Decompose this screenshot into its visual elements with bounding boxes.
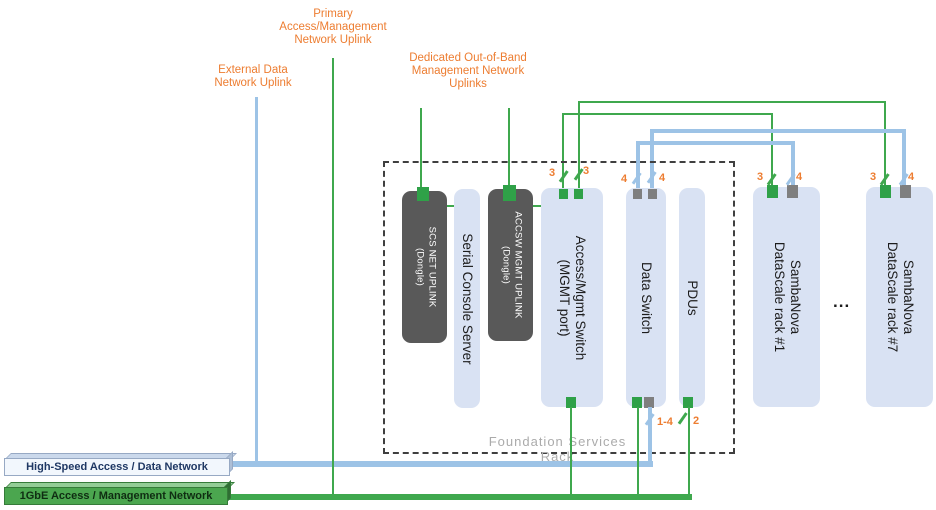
rack7-data-port [900, 185, 911, 198]
rack1-mgmt-port [767, 185, 778, 198]
cable-count-rack7-data: 4 [908, 171, 915, 183]
data-link-rack1-drop-rack [791, 141, 795, 188]
scs-dongle-port [417, 187, 429, 201]
cable-count-data-left: 4 [621, 173, 628, 185]
pdu-mgmt-drop [688, 407, 690, 496]
more-racks-ellipsis: ... [833, 292, 851, 311]
data-link-rack1-drop-switch [636, 141, 640, 189]
cable-count-rack1-mgmt: 3 [757, 171, 764, 183]
oob-uplink-line-scs [420, 108, 422, 194]
mgmt-link-rack1-drop-switch [562, 113, 564, 189]
data-switch-box: Data Switch [626, 188, 666, 407]
oob-uplink-label: Dedicated Out-of-Band Management Network… [409, 52, 527, 91]
mgmt-link-rack7-drop-switch [578, 101, 580, 189]
cable-count-data-right: 4 [659, 172, 666, 184]
data-network-bus-line [228, 461, 653, 467]
pdus-box: PDUs [679, 188, 705, 407]
accsw-dongle-connector [531, 205, 543, 207]
data-switch-bottom-port-green [632, 397, 642, 408]
mgmt-link-rack1-drop-rack [771, 113, 773, 188]
access-switch-label: Access/Mgmt Switch (MGMT port) [557, 235, 589, 360]
external-uplink-line [255, 97, 258, 463]
data-switch-data-drop [648, 407, 652, 464]
datascale-rack7-label: SambaNova DataScale rack #7 [884, 241, 916, 353]
primary-uplink-line [332, 58, 334, 496]
datascale-rack7-box: SambaNova DataScale rack #7 [866, 187, 933, 407]
primary-uplink-label: Primary Access/Management Network Uplink [279, 8, 387, 47]
cable-count-access-left: 3 [549, 167, 556, 179]
access-switch-mgmt-drop [570, 407, 572, 496]
cable-count-data-bottom: 1-4 [657, 416, 673, 428]
data-network-bus-label: High-Speed Access / Data Network [4, 458, 230, 476]
accsw-dongle-label: ACCSW MGMT UPLINK (Dongle) [499, 211, 523, 319]
oob-uplink-line-accsw [508, 108, 510, 192]
data-network-bus-bar: High-Speed Access / Data Network [4, 451, 237, 476]
serial-console-label: Serial Console Server [460, 232, 476, 365]
mgmt-link-rack7-drop-rack [884, 101, 886, 188]
data-switch-bottom-port-grey [644, 397, 654, 408]
foundation-rack-label: Foundation Services Rack [488, 434, 627, 464]
data-link-rack7-horizontal [650, 129, 906, 133]
datascale-rack1-label: SambaNova DataScale rack #1 [771, 241, 803, 353]
mgmt-link-rack1-horizontal [562, 113, 773, 115]
data-switch-top-port-2 [648, 189, 657, 199]
pdus-label: PDUs [685, 279, 701, 316]
mgmt-link-rack7-horizontal [578, 101, 886, 103]
pdus-bottom-port [683, 397, 693, 408]
scs-dongle-connector [445, 205, 456, 207]
access-switch-top-port-1 [559, 189, 568, 199]
data-switch-label: Data Switch [639, 261, 655, 334]
data-link-rack7-drop-switch [650, 129, 654, 189]
external-uplink-label: External Data Network Uplink [214, 64, 292, 90]
access-switch-bottom-port [566, 397, 576, 408]
data-link-rack1-horizontal [636, 141, 795, 145]
scs-dongle-label: SCS NET UPLINK (Dongle) [413, 226, 437, 308]
serial-console-box: Serial Console Server [454, 189, 480, 408]
accsw-dongle-box: ACCSW MGMT UPLINK (Dongle) [488, 189, 533, 341]
cable-count-pdu-bottom: 2 [693, 415, 700, 427]
rack7-mgmt-port [880, 185, 891, 198]
access-switch-top-port-2 [574, 189, 583, 199]
cable-count-access-right: 3 [583, 165, 590, 177]
cable-count-rack7-mgmt: 3 [870, 171, 877, 183]
access-switch-box: Access/Mgmt Switch (MGMT port) [541, 188, 603, 407]
mgmt-network-bus-line [226, 494, 692, 500]
foundation-rack-border [383, 161, 735, 454]
data-switch-mgmt-drop [637, 407, 639, 496]
data-switch-top-port-1 [633, 189, 642, 199]
cable-count-rack1-data: 4 [796, 171, 803, 183]
rack1-data-port [787, 185, 798, 198]
mgmt-network-bus-bar: 1GbE Access / Management Network [4, 480, 235, 505]
scs-dongle-box: SCS NET UPLINK (Dongle) [402, 191, 447, 343]
accsw-dongle-port [503, 185, 516, 201]
data-link-rack7-drop-rack [902, 129, 906, 188]
mgmt-network-bus-label: 1GbE Access / Management Network [4, 487, 228, 505]
datascale-rack1-box: SambaNova DataScale rack #1 [753, 187, 820, 407]
